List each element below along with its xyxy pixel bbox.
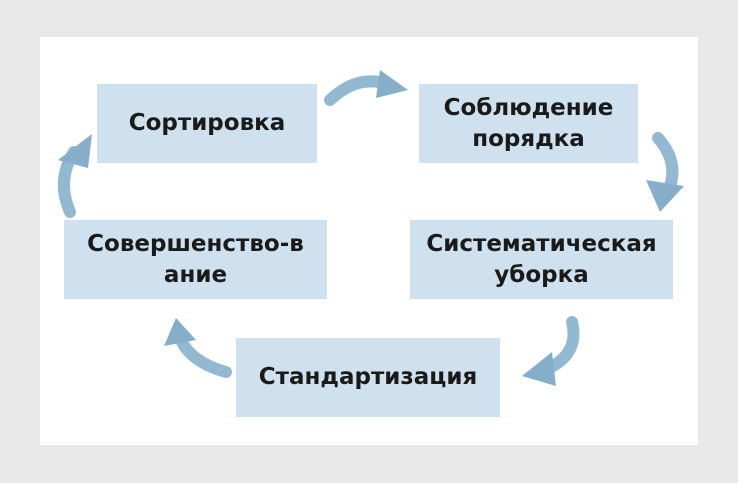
step-label: Систематическая уборка [426,230,657,288]
step-label: Стандартизация [258,364,478,390]
step-improvement: Совершенство-вание [64,220,327,299]
arrowhead-icon [164,318,196,346]
arrowhead-icon [58,134,92,168]
arrowhead-icon [376,70,408,98]
step-sorting: Сортировка [97,84,317,163]
arrow-icon [174,332,232,378]
arrowhead-icon [522,352,556,386]
step-label: Совершенство-вание [87,230,304,288]
step-order: Соблюдение порядка [419,84,638,163]
step-cleaning: Систематическая уборка [410,220,673,299]
arrowhead-icon [646,180,684,212]
step-label: Соблюдение порядка [443,94,614,152]
step-label: Сортировка [128,110,286,136]
step-standardization: Стандартизация [236,338,500,417]
